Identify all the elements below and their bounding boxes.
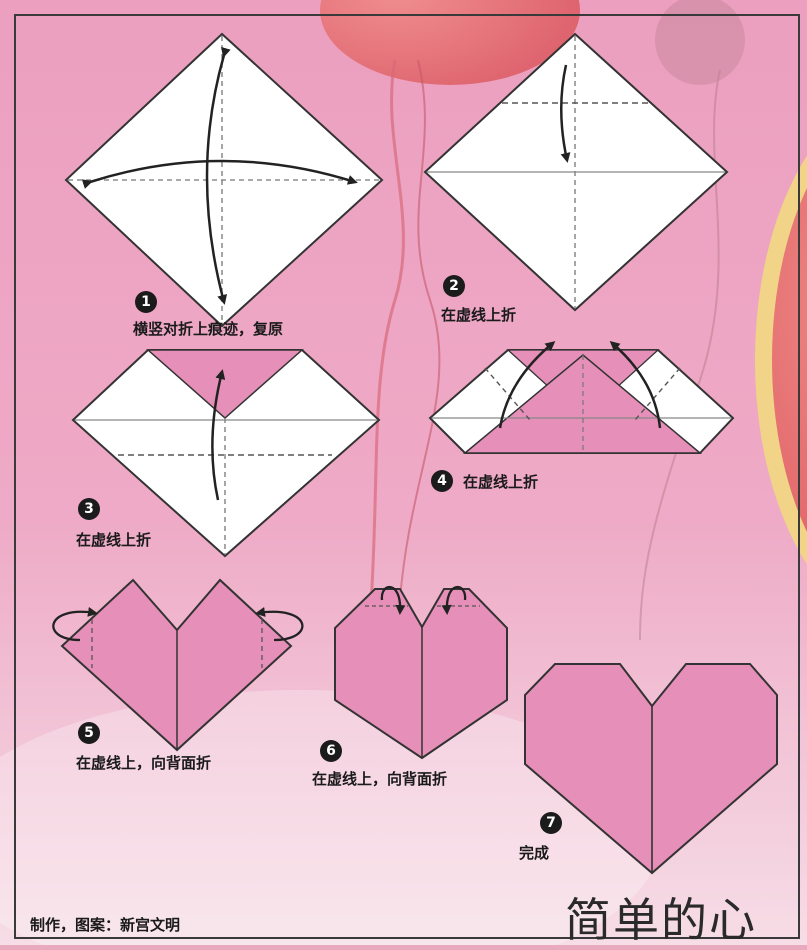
step-number-2: 2 [443, 275, 465, 297]
step-caption-3: 在虚线上折 [76, 531, 152, 549]
step-number-3: 3 [78, 498, 100, 520]
fold-arrow [609, 341, 662, 429]
step-caption-1: 横竖对折上痕迹，复原 [133, 320, 284, 338]
step-6-diagram [334, 585, 508, 760]
fold-arrow [205, 46, 231, 305]
step-caption-2: 在虚线上折 [441, 306, 517, 324]
step-number-5: 5 [78, 722, 100, 744]
fold-arrow [255, 607, 304, 642]
fold-arrow [380, 585, 406, 615]
step-number-1: 1 [135, 291, 157, 313]
step-caption-4: 在虚线上折 [463, 473, 539, 491]
balloon-top [320, 0, 580, 85]
step-number-7: 7 [540, 812, 562, 834]
page-title: 简单的心 [565, 893, 757, 947]
step-caption-6: 在虚线上，向背面折 [312, 770, 448, 788]
step-number-4: 4 [431, 470, 453, 492]
credit-text: 制作，图案：新宫文明 [30, 916, 181, 934]
fold-arrow [52, 606, 98, 642]
step-7-heart [524, 663, 778, 875]
fold-arrow [211, 369, 226, 501]
fold-arrow [441, 585, 467, 615]
step-caption-5: 在虚线上，向背面折 [76, 754, 212, 772]
step-5-diagram [52, 578, 304, 752]
step-3-diagram [71, 349, 381, 558]
step-caption-7: 完成 [519, 844, 550, 862]
fold-arrow [560, 64, 571, 163]
step-1-diagram [64, 32, 384, 328]
step-number-6: 6 [320, 740, 342, 762]
step-4-diagram [428, 341, 735, 454]
step-2-diagram [423, 32, 729, 312]
ribbon [368, 59, 405, 621]
fold-arrow [498, 341, 556, 429]
